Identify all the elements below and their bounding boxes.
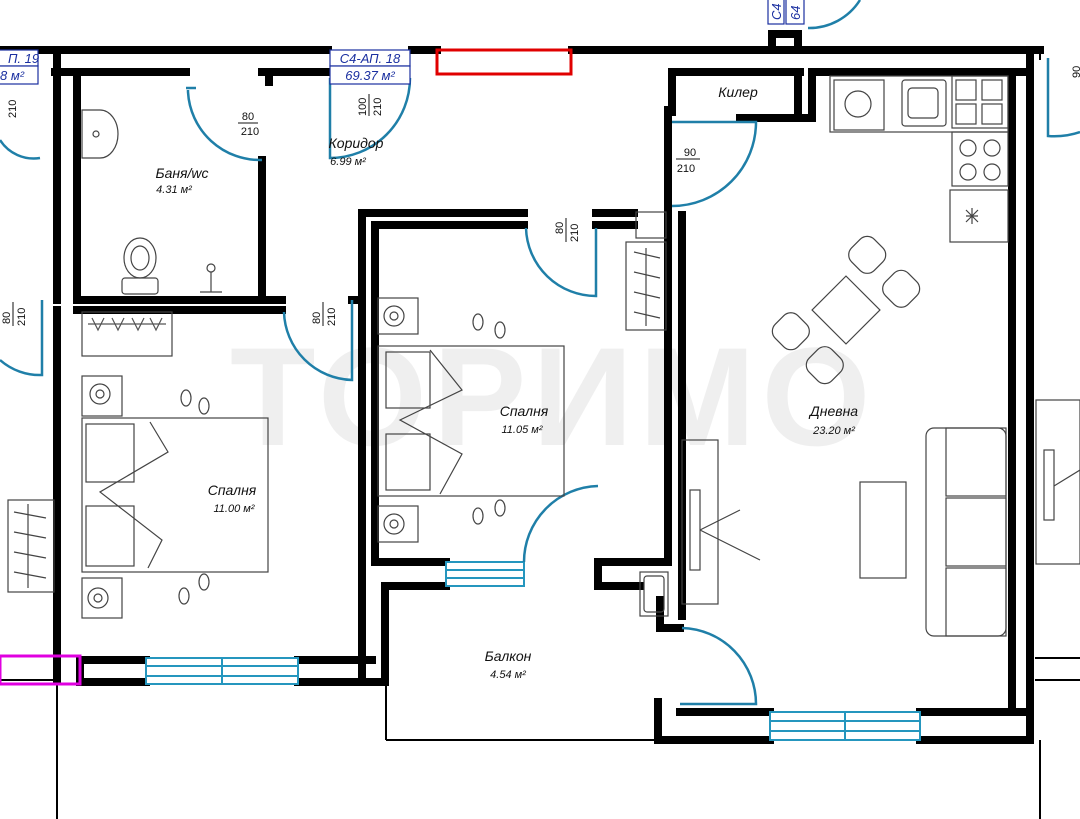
svg-text:П. 19: П. 19 [8,51,39,66]
svg-text:8 м²: 8 м² [0,68,25,83]
nightstand [377,505,419,543]
room-area-corridor: 6.99 м² [330,156,366,168]
svg-text:210: 210 [16,308,28,326]
window-center-bedroom [445,561,525,587]
svg-text:80: 80 [311,312,323,324]
apartment-label-box: С4-АП. 18 69.37 м² [329,49,411,85]
svg-text:210: 210 [241,126,259,138]
svg-text:100: 100 [357,98,369,116]
svg-text:210: 210 [677,163,695,175]
svg-text:64: 64 [788,6,803,20]
apartment-area: 69.37 м² [345,68,395,83]
svg-text:90: 90 [684,147,696,159]
door-neighbor-left-top [0,139,41,160]
door-entrance [328,77,412,160]
apartment-code: С4-АП. 18 [340,51,401,66]
door-neighbor-left-mid [0,300,44,377]
wardrobe-left-bedroom [81,311,173,357]
watermark: ТОРИМО [230,318,876,475]
doors [0,0,1080,706]
svg-text:80: 80 [1,312,13,324]
kitchen-counter [829,75,1009,133]
svg-text:80: 80 [554,222,566,234]
toilet [121,237,159,295]
svg-text:90: 90 [1071,66,1080,78]
thin-lines [0,50,1080,819]
svg-text:80: 80 [242,111,254,123]
ac-unit [639,571,669,617]
stove [951,131,1009,187]
room-name-living: Дневна [808,403,858,419]
svg-text:С4: С4 [769,3,784,20]
svg-text:210: 210 [326,308,338,326]
neighbor-label-top: С4 64 [767,0,805,25]
door-balcony-bedroom [522,484,599,563]
door-bathroom [186,90,263,162]
room-area-balcony: 4.54 м² [490,669,526,681]
room-labels: Баня/wc 4.31 м² Коридор 6.99 м² Килер Сп… [155,84,858,681]
room-name-balcony: Балкон [485,648,532,664]
room-name-bedroom-left: Спалня [208,482,257,498]
red-highlight-marker [435,48,573,76]
nightstand [81,577,123,619]
door-balcony-living [680,626,758,706]
fridge [949,189,1009,243]
bed-center-bedroom [377,345,565,497]
walls [0,30,1044,744]
svg-text:210: 210 [569,224,581,242]
room-name-bathroom: Баня/wc [155,165,208,181]
neighbor-wardrobe-left [7,499,55,593]
door-living [671,120,758,208]
door-bedroom-left [282,300,354,382]
room-name-corridor: Коридор [329,135,384,151]
dining-set [771,235,921,385]
door-bedroom-center [524,227,598,298]
ac-unit [635,211,667,239]
shower-fixture [200,263,222,293]
door-neighbor-top [807,0,862,30]
room-area-bathroom: 4.31 м² [156,184,192,196]
room-area-bedroom-left: 11.00 м² [214,503,255,515]
wardrobe-center-bedroom [625,241,667,331]
nightstand [81,375,123,417]
bed-left-bedroom [81,417,269,573]
magenta-highlight-marker [0,654,82,686]
door-neighbor-right [1046,58,1080,138]
room-area-bedroom-center: 11.05 м² [502,424,543,436]
svg-text:210: 210 [372,98,384,116]
neighbor-tv-right [1035,399,1080,565]
room-name-bedroom-center: Спалня [500,403,549,419]
coffee-table [859,481,907,579]
kitchen-sink [901,79,947,127]
svg-text:210: 210 [7,100,19,118]
washing-machine [833,79,885,131]
fixtures [7,75,1080,637]
washbasin [81,109,119,159]
door-dimensions: 80 210 100 210 90 210 80 210 80 210 210 … [1,66,1080,326]
sofa [925,427,1007,637]
windows [145,561,921,741]
room-name-pantry: Килер [718,84,758,100]
tv-unit [681,439,719,605]
room-area-living: 23.20 м² [812,425,855,437]
neighbor-label-left: П. 19 8 м² [0,49,39,85]
nightstand [377,297,419,335]
